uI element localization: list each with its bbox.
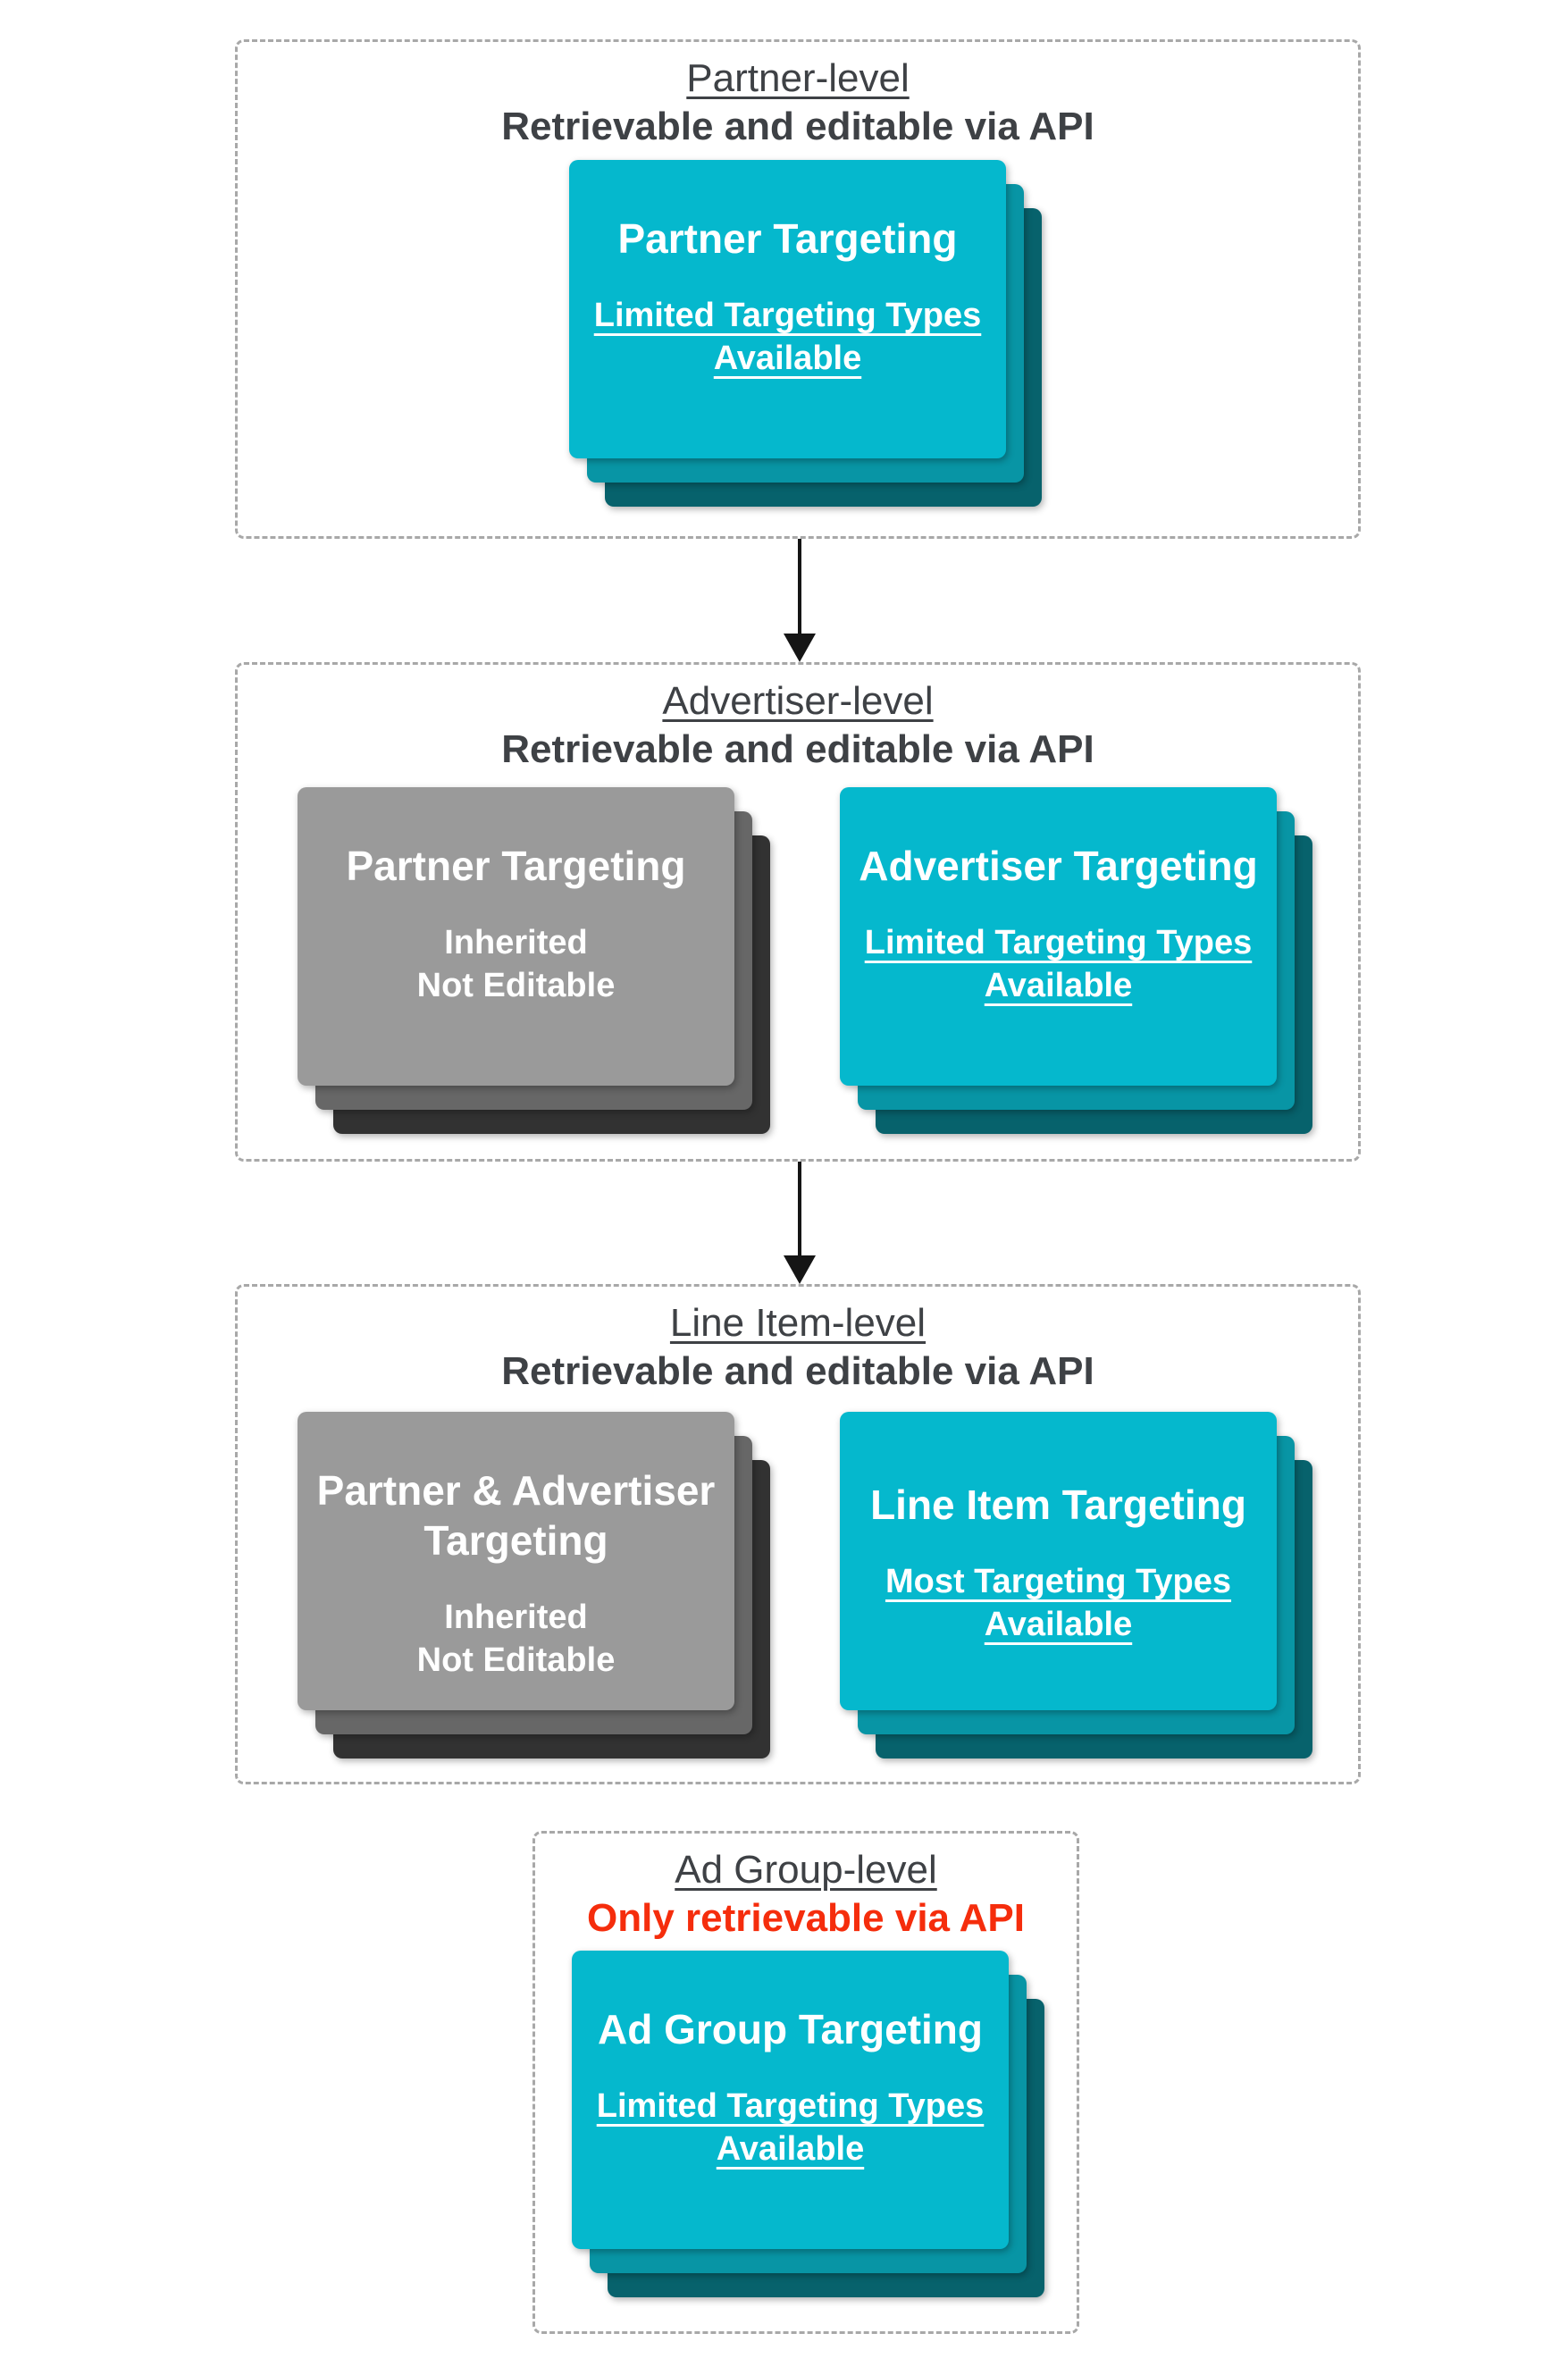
card-advertiser-targeting: Advertiser Targeting Limited Targeting T… bbox=[840, 787, 1277, 1086]
section-ad-group-level: Ad Group-level Only retrievable via API bbox=[532, 1831, 1079, 2334]
card-subtitle-line: Inherited bbox=[444, 924, 588, 961]
card-subtitle: Limited Targeting Types Available bbox=[594, 294, 982, 380]
card-subtitle: Limited Targeting Types Available bbox=[865, 921, 1253, 1007]
card-stack-line-item-targeting: Line Item Targeting Most Targeting Types… bbox=[840, 1412, 1312, 1758]
section-title: Advertiser-level bbox=[662, 679, 934, 723]
down-arrow-icon bbox=[784, 1162, 816, 1284]
card-title: Partner Targeting bbox=[617, 215, 958, 262]
section-title: Partner-level bbox=[686, 56, 910, 100]
card-partner-targeting-inherited: Partner Targeting Inherited Not Editable bbox=[298, 787, 734, 1086]
card-title: Line Item Targeting bbox=[870, 1481, 1246, 1528]
card-subtitle-line: Limited Targeting Types bbox=[864, 924, 1253, 961]
card-subtitle-line: Not Editable bbox=[416, 1641, 616, 1679]
card-subtitle: Limited Targeting Types Available bbox=[597, 2085, 985, 2170]
card-subtitle: Inherited Not Editable bbox=[417, 1596, 616, 1682]
section-header: Partner-level Retrievable and editable v… bbox=[238, 55, 1358, 151]
down-arrow-icon bbox=[784, 539, 816, 662]
card-subtitle-line: Most Targeting Types bbox=[885, 1563, 1232, 1600]
card-subtitle-line: Not Editable bbox=[416, 967, 616, 1004]
card-stack-advertiser-targeting: Advertiser Targeting Limited Targeting T… bbox=[840, 787, 1312, 1134]
card-subtitle-line: Limited Targeting Types bbox=[596, 2087, 985, 2125]
card-stack-partner-targeting: Partner Targeting Limited Targeting Type… bbox=[569, 160, 1042, 507]
section-subtitle: Retrievable and editable via API bbox=[501, 1349, 1094, 1393]
card-title: Targeting bbox=[423, 1517, 608, 1564]
card-stack-partner-advertiser-targeting: Partner & Advertiser Targeting Inherited… bbox=[298, 1412, 770, 1758]
card-title: Partner Targeting bbox=[346, 843, 686, 889]
section-subtitle: Retrievable and editable via API bbox=[501, 105, 1094, 148]
card-subtitle-line: Inherited bbox=[444, 1599, 588, 1636]
card-subtitle-line: Available bbox=[984, 967, 1133, 1004]
section-advertiser-level: Advertiser-level Retrievable and editabl… bbox=[235, 662, 1361, 1162]
card-subtitle: Most Targeting Types Available bbox=[885, 1560, 1231, 1646]
section-header: Ad Group-level Only retrievable via API bbox=[535, 1846, 1077, 1943]
card-subtitle-line: Limited Targeting Types bbox=[593, 297, 982, 334]
card-subtitle-line: Available bbox=[716, 2130, 865, 2168]
card-subtitle: Inherited Not Editable bbox=[417, 921, 616, 1007]
section-subtitle: Retrievable and editable via API bbox=[501, 727, 1094, 771]
card-line-item-targeting: Line Item Targeting Most Targeting Types… bbox=[840, 1412, 1277, 1710]
card-ad-group-targeting: Ad Group Targeting Limited Targeting Typ… bbox=[572, 1951, 1009, 2249]
section-header: Line Item-level Retrievable and editable… bbox=[238, 1299, 1358, 1396]
card-partner-advertiser-targeting: Partner & Advertiser Targeting Inherited… bbox=[298, 1412, 734, 1710]
section-header: Advertiser-level Retrievable and editabl… bbox=[238, 677, 1358, 774]
card-title: Advertiser Targeting bbox=[859, 843, 1258, 889]
section-partner-level: Partner-level Retrievable and editable v… bbox=[235, 39, 1361, 539]
section-subtitle: Only retrievable via API bbox=[587, 1896, 1025, 1940]
card-title: Ad Group Targeting bbox=[597, 2006, 983, 2052]
arrow-head bbox=[784, 1255, 816, 1284]
card-stack-ad-group-targeting: Ad Group Targeting Limited Targeting Typ… bbox=[572, 1951, 1044, 2297]
section-line-item-level: Line Item-level Retrievable and editable… bbox=[235, 1284, 1361, 1784]
arrow-shaft bbox=[798, 539, 801, 635]
arrow-shaft bbox=[798, 1162, 801, 1257]
card-subtitle-line: Available bbox=[984, 1606, 1133, 1643]
card-subtitle-line: Available bbox=[713, 340, 862, 377]
section-title: Ad Group-level bbox=[675, 1848, 937, 1892]
section-title: Line Item-level bbox=[669, 1301, 927, 1345]
card-title: Partner & Advertiser bbox=[316, 1467, 716, 1514]
arrow-head bbox=[784, 634, 816, 662]
card-partner-targeting: Partner Targeting Limited Targeting Type… bbox=[569, 160, 1006, 458]
card-stack-partner-targeting-inherited: Partner Targeting Inherited Not Editable bbox=[298, 787, 770, 1134]
